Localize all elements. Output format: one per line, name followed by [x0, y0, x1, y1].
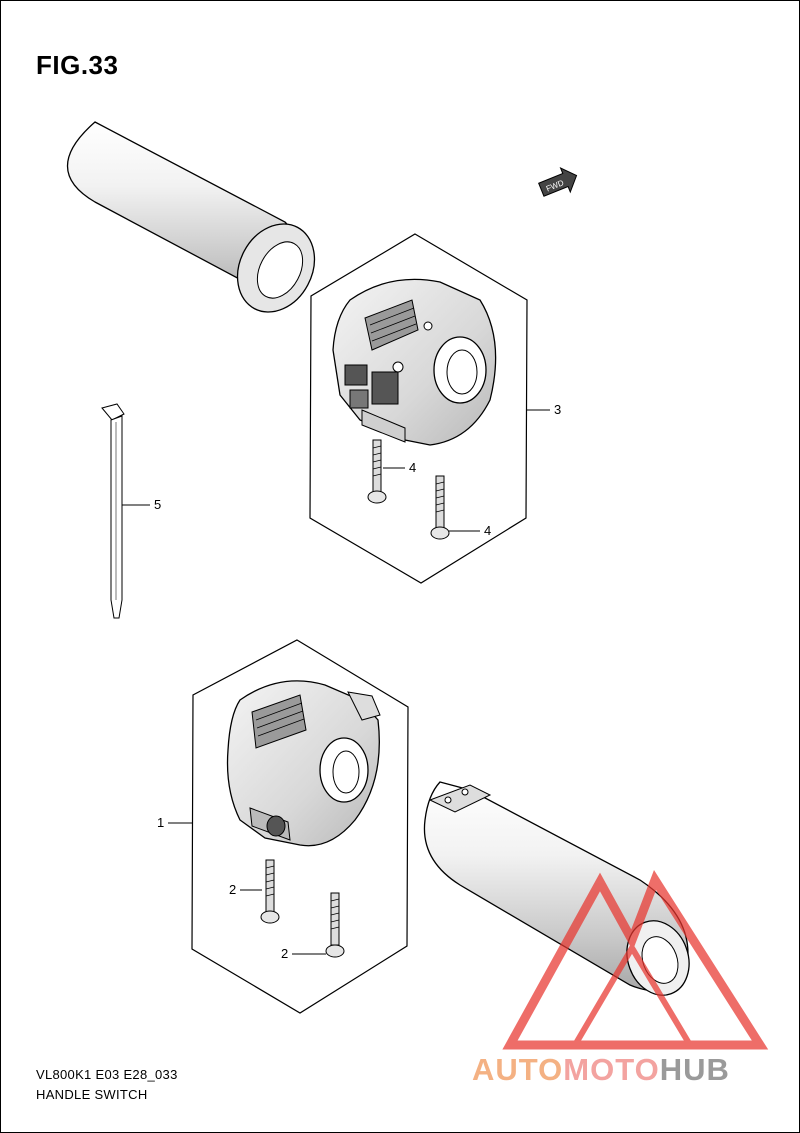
assembly-box-1 — [191, 639, 409, 1014]
screw-4-lower — [430, 475, 450, 540]
watermark-part-hub: HUB — [659, 1052, 730, 1087]
figure-title: FIG.33 — [36, 50, 119, 80]
section-name: HANDLE SWITCH — [36, 1087, 148, 1102]
screw-2-lower — [325, 892, 345, 958]
callout-3: 3 — [554, 402, 562, 417]
right-handle-switch — [332, 278, 497, 446]
callout-5: 5 — [154, 497, 162, 512]
model-code: VL800K1 E03 E28_033 — [36, 1067, 178, 1082]
fwd-arrow-icon: FWD — [538, 166, 578, 197]
screw-2-upper — [260, 859, 280, 924]
throttle-grip — [423, 781, 690, 996]
left-handle-switch — [226, 680, 381, 847]
watermark-part-auto: AUTO — [472, 1052, 564, 1087]
callout-1: 1 — [157, 815, 165, 830]
upper-grip — [67, 121, 316, 313]
callout-2-upper: 2 — [229, 882, 237, 897]
cable-tie — [101, 403, 125, 619]
callout-4-lower: 4 — [484, 523, 492, 538]
screw-4-upper — [367, 439, 387, 504]
watermark-text: AUTOMOTOHUB — [472, 1052, 730, 1088]
watermark-part-moto: MOTO — [563, 1052, 660, 1087]
watermark-logo — [502, 870, 769, 1050]
assembly-box-3 — [309, 233, 528, 584]
callout-2-lower: 2 — [281, 946, 289, 961]
callout-4-upper: 4 — [409, 460, 417, 475]
